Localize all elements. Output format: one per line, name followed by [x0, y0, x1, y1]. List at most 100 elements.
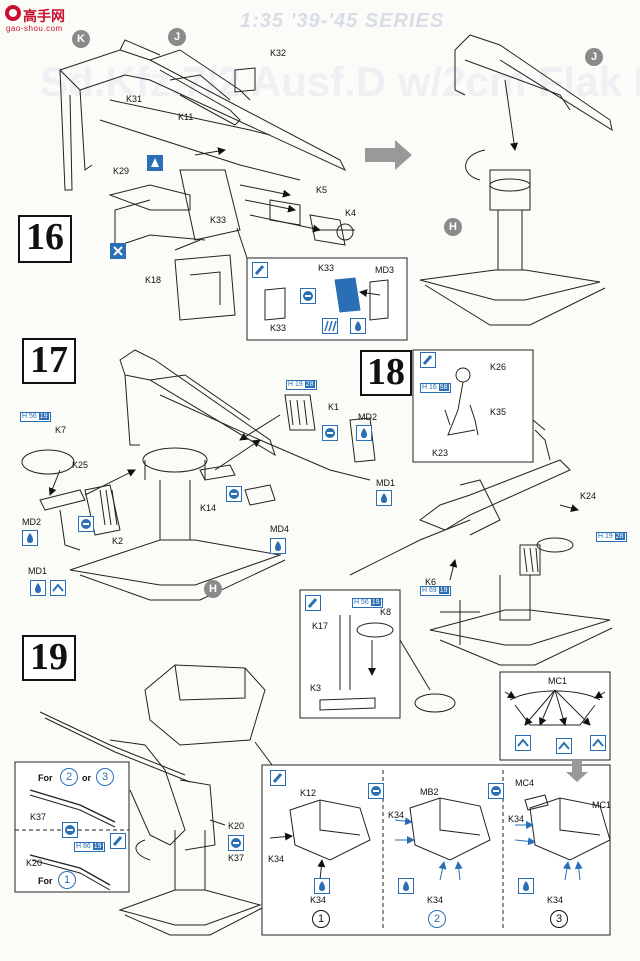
part-k2: K2 [112, 536, 124, 546]
part-k32: K32 [270, 48, 287, 58]
step-16-number: 16 [18, 215, 72, 263]
part-k33-bottom: K33 [270, 323, 287, 333]
callout-h-step17: H [204, 580, 222, 598]
series-title: 1:35 '39-'45 SERIES [240, 10, 445, 32]
paint-code-3: H 16 58 [420, 383, 451, 393]
site-logo-icon [5, 5, 21, 21]
part-md2: MD2 [358, 412, 378, 422]
paint-icon [110, 833, 126, 849]
part-k4: K4 [345, 208, 357, 218]
mirror-icon [322, 425, 338, 441]
paint-icon [270, 770, 286, 786]
part-k26: K26 [490, 362, 507, 372]
part-k7: K7 [55, 425, 67, 435]
cement-icon [398, 878, 414, 894]
part-mb2: MB2 [420, 787, 439, 797]
paint-icon [252, 262, 268, 278]
part-k34-1a: K34 [268, 854, 285, 864]
cement-icon [350, 318, 366, 334]
part-mc1: MC1 [592, 800, 612, 810]
part-k18: K18 [145, 275, 162, 285]
cement-icon [518, 878, 534, 894]
mirror-icon [488, 783, 504, 799]
do-not-glue-icon [110, 243, 126, 259]
option-or-label: or [82, 773, 91, 783]
callout-j-right: J [585, 48, 603, 66]
part-k34-3a: K34 [508, 814, 525, 824]
part-k33-detail: K33 [318, 263, 335, 273]
part-k34-3b: K34 [547, 895, 564, 905]
part-k14: K14 [200, 503, 217, 513]
site-name: 高手网 [23, 8, 65, 24]
mirror-icon [368, 783, 384, 799]
mirror-icon [300, 288, 316, 304]
part-k34-2a: K34 [388, 810, 405, 820]
drill-icon [322, 318, 338, 334]
part-k34-1b: K34 [310, 895, 327, 905]
part-k31: K31 [126, 94, 143, 104]
cement-icon [270, 538, 286, 554]
part-k20: K20 [228, 821, 245, 831]
part-k29: K29 [113, 166, 130, 176]
rotate-icon [556, 738, 572, 754]
mirror-icon [78, 516, 94, 532]
kit-banner: Sd.Kfz.7/2 Ausf.D w/2cm Flak Lafette [40, 58, 640, 105]
part-k34-2b: K34 [427, 895, 444, 905]
site-url: gao-shou.com [6, 24, 63, 33]
paint-icon [420, 352, 436, 368]
option-2-badge: 2 [60, 768, 78, 786]
part-k23: K23 [432, 448, 449, 458]
paint-code-5: H 69 19 [420, 586, 451, 596]
option-1-badge: 1 [58, 871, 76, 889]
option-for-label-1: For [38, 876, 53, 886]
part-mc1-top: MC1 [548, 676, 568, 686]
sub-option-3: 3 [550, 910, 568, 928]
paint-code-2: H 56 19 [20, 412, 51, 422]
glue-icon [147, 155, 163, 171]
cement-icon [30, 580, 46, 596]
mirror-icon [226, 486, 242, 502]
part-md1: MD1 [376, 478, 396, 488]
part-k8: K8 [380, 607, 392, 617]
part-k35: K35 [490, 407, 507, 417]
rotate-icon [50, 580, 66, 596]
part-k5: K5 [316, 185, 328, 195]
cement-icon [22, 530, 38, 546]
part-mc4: MC4 [515, 778, 535, 788]
cement-icon [314, 878, 330, 894]
part-k1: K1 [328, 402, 340, 412]
part-k3: K3 [310, 683, 322, 693]
paint-code-1: H 19 28 [286, 380, 317, 390]
part-k24: K24 [580, 491, 597, 501]
part-k6: K6 [425, 577, 437, 587]
option-3-badge: 3 [96, 768, 114, 786]
sub-option-1: 1 [312, 910, 330, 928]
part-k25: K25 [72, 460, 89, 470]
paint-code-7: H 86 19 [74, 842, 105, 852]
cement-icon [356, 425, 372, 441]
part-k37-right: K37 [228, 853, 245, 863]
paint-code-4: H 19 28 [596, 532, 627, 542]
step-18-number: 18 [360, 350, 412, 396]
part-k33: K33 [210, 215, 227, 225]
callout-k: K [72, 30, 90, 48]
part-md2-left: MD2 [22, 517, 42, 527]
part-k12: K12 [300, 788, 317, 798]
callout-h-right: H [444, 218, 462, 236]
option-for-label: For [38, 773, 53, 783]
mirror-icon [228, 835, 244, 851]
cement-icon [376, 490, 392, 506]
part-md3: MD3 [375, 265, 395, 275]
part-k37: K37 [30, 812, 47, 822]
rotate-icon [590, 735, 606, 751]
callout-j: J [168, 28, 186, 46]
paint-code-6: H 56 19 [352, 598, 383, 608]
mirror-icon [62, 822, 78, 838]
part-k11: K11 [178, 112, 194, 122]
part-md4: MD4 [270, 524, 290, 534]
paint-icon [305, 595, 321, 611]
sub-option-2: 2 [428, 910, 446, 928]
rotate-icon [515, 735, 531, 751]
